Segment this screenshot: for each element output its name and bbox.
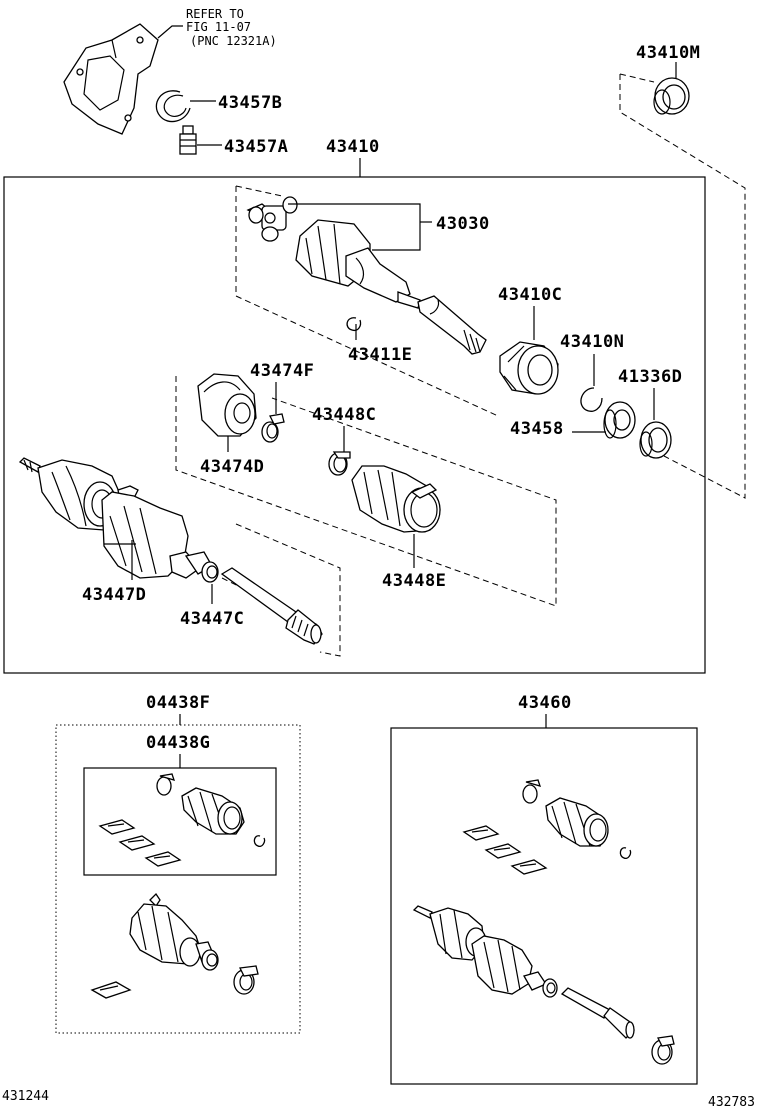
part-label-43448c: 43448C (312, 405, 376, 425)
kit-43460-contents-drawing (412, 779, 675, 1065)
part-label-43447c: 43447C (180, 609, 244, 629)
part-label-43474f: 43474F (250, 361, 314, 381)
bolt-43457a-drawing (179, 125, 197, 155)
clamp-43448c-drawing (328, 451, 351, 476)
part-label-04438f: 04438F (146, 693, 210, 713)
snap-ring-43457b-drawing (155, 90, 191, 123)
diagram-code-right: 432783 (708, 1095, 755, 1110)
kit-box-04438f (55, 724, 301, 1034)
part-label-43457b: 43457B (218, 93, 282, 113)
kit-box-04438g (83, 767, 277, 876)
part-label-43447d: 43447D (82, 585, 146, 605)
reference-note-line2: FIG 11-07 (186, 20, 251, 34)
deflector-43458-drawing (603, 401, 636, 439)
part-label-43457a: 43457A (224, 137, 288, 157)
kit-04438f-contents-drawing (90, 892, 259, 999)
part-label-43474d: 43474D (200, 457, 264, 477)
oil-seal-43410m-drawing (653, 77, 690, 115)
part-label-43460: 43460 (518, 693, 572, 713)
part-label-43410: 43410 (326, 137, 380, 157)
clamp-43474f-drawing (261, 413, 285, 443)
kit-box-43460 (390, 727, 698, 1085)
part-label-04438g: 04438G (146, 733, 210, 753)
diagram-code-left: 431244 (2, 1089, 49, 1104)
part-label-43448e: 43448E (382, 571, 446, 591)
seal-41336d-drawing (639, 421, 672, 459)
assembly-box-43410 (3, 176, 706, 674)
part-label-41336d: 41336D (618, 367, 682, 387)
boot-43474d-drawing (197, 373, 257, 437)
kit-04438g-contents-drawing (98, 773, 266, 867)
outer-joint-shaft-drawing (18, 457, 323, 645)
part-label-43410n: 43410N (560, 332, 624, 352)
part-label-43410c: 43410C (498, 285, 562, 305)
reference-note-line1: REFER TO (186, 7, 244, 21)
part-label-43458: 43458 (510, 419, 564, 439)
part-label-43410m: 43410M (636, 43, 700, 63)
bearing-43410c-drawing (499, 341, 559, 395)
boot-43448e-drawing (351, 465, 441, 533)
reference-note-line3: (PNC 12321A) (190, 34, 277, 48)
bearing-bracket-drawing (63, 23, 159, 135)
part-label-43030: 43030 (436, 214, 490, 234)
part-label-43411e: 43411E (348, 345, 412, 365)
inner-joint-43030-drawing (246, 196, 487, 355)
